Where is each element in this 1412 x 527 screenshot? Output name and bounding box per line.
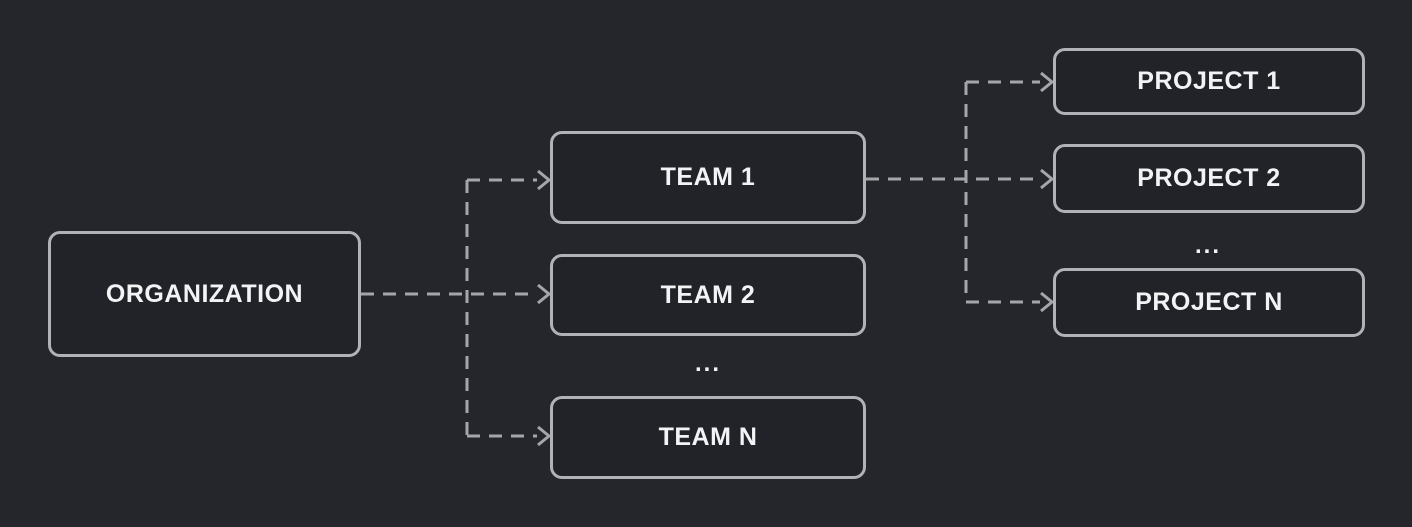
node-organization-label: ORGANIZATION [105,279,304,308]
projects-ellipsis: ... [1194,232,1222,259]
connector-organization-to-teams [361,169,552,447]
node-project-n: PROJECT N [1053,268,1365,337]
arrowhead-project1-icon [1040,71,1055,93]
node-organization: ORGANIZATION [48,231,361,357]
node-project-2-label: PROJECT 2 [1137,164,1281,192]
connector-team1-to-projects [866,71,1055,313]
arrowhead-project2-icon [1040,168,1055,190]
node-team-2-label: TEAM 2 [660,280,756,309]
arrowhead-team2-icon [537,283,552,305]
arrowhead-projectN-icon [1040,291,1055,313]
node-project-2: PROJECT 2 [1053,144,1365,213]
teams-ellipsis: ... [694,350,722,377]
node-project-1-label: PROJECT 1 [1137,67,1281,95]
arrowhead-team1-icon [537,169,552,191]
node-team-n-label: TEAM N [658,423,758,451]
node-project-1: PROJECT 1 [1053,48,1365,115]
node-team-1: TEAM 1 [550,131,866,224]
arrowhead-teamN-icon [537,425,552,447]
node-team-n: TEAM N [550,396,866,479]
node-team-2: TEAM 2 [550,254,866,336]
node-project-n-label: PROJECT N [1135,288,1283,316]
node-team-1-label: TEAM 1 [660,163,756,191]
